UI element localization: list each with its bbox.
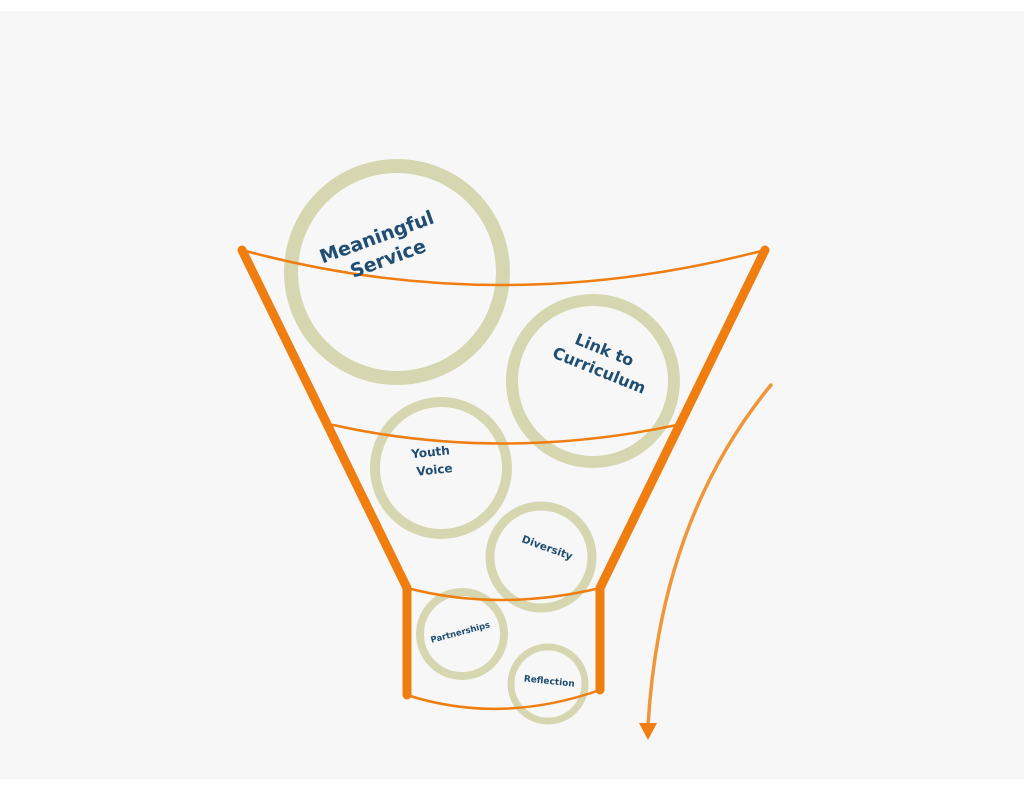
- funnel-neck-rim: [405, 586, 602, 602]
- funnel-bottom-rim: [405, 688, 602, 711]
- funnel: [237, 245, 770, 711]
- label-reflection: Reflection: [523, 674, 575, 689]
- circle-meaningful-service: [284, 159, 510, 385]
- funnel-top-rim: [240, 248, 767, 287]
- funnel-mid-rim: [331, 423, 679, 445]
- circle-youth-voice: [370, 397, 512, 539]
- label-partnerships: Partnerships: [430, 620, 492, 645]
- arrow-down-icon: [639, 723, 657, 740]
- circle-reflection: [507, 643, 589, 725]
- flow-arrow: [639, 383, 773, 740]
- flow-arrow-shaft: [646, 383, 773, 728]
- circle-diversity: [485, 501, 597, 613]
- label-diversity: Diversity: [520, 533, 574, 563]
- funnel-right-wall: [595, 245, 770, 695]
- label-youth-voice: Youth Voice: [410, 443, 457, 479]
- label-link-to-curriculum: Link to Curriculum: [550, 324, 657, 398]
- funnel-left-wall: [237, 245, 412, 700]
- circle-link-to-curriculum: [506, 294, 680, 468]
- circle-partnerships: [416, 588, 508, 680]
